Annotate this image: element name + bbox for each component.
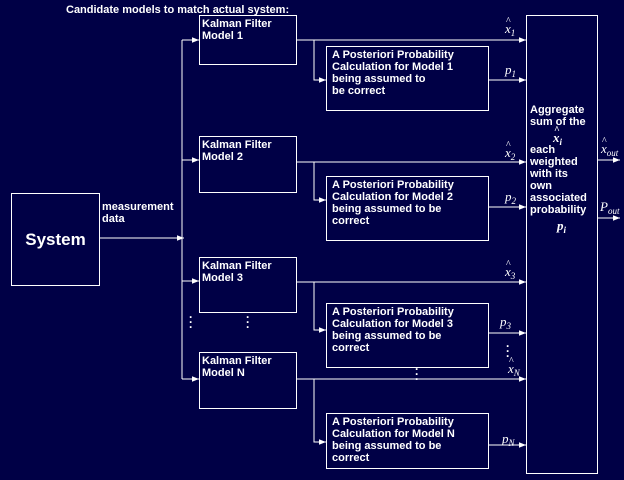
appn-line3: being assumed to be [332, 440, 442, 452]
appn-line1: A Posteriori Probability [332, 416, 454, 428]
app1-line4: be correct [332, 85, 386, 97]
aggregate-line5: with its [530, 168, 568, 180]
kalman-filter-model-3: Kalman Filter Model 3 [199, 257, 297, 313]
kalman-filter-model-2: Kalman Filter Model 2 [199, 136, 297, 193]
appn-line2: Calculation for Model N [332, 428, 455, 440]
branch-n [313, 379, 326, 445]
aggregate-line3: each [530, 144, 556, 156]
app2-line2: Calculation for Model 2 [332, 191, 454, 203]
xhat-n-label: xN [508, 355, 520, 380]
ellipsis-filters: ··· [246, 310, 250, 334]
kf3-line1: Kalman Filter [202, 260, 272, 272]
app2-line3: being assumed to be [332, 203, 442, 215]
kf1-line2: Model 1 [202, 30, 243, 42]
measurement-label: measurement data [102, 201, 174, 225]
probability-box-model-n: A Posteriori Probability Calculation for… [326, 413, 489, 469]
ellipsis-estimates: ··· [415, 362, 419, 386]
measurement-line1: measurement [102, 201, 174, 213]
app1-line1: A Posteriori Probability [332, 49, 454, 61]
app3-line4: correct [332, 342, 370, 354]
kf2-line1: Kalman Filter [202, 139, 272, 151]
aggregate-line7: associated [530, 192, 587, 204]
app1-line2: Calculation for Model 1 [332, 61, 454, 73]
app3-line3: being assumed to be [332, 330, 442, 342]
aggregate-line4: weighted [530, 156, 578, 168]
kalman-filter-model-1: Kalman Filter Model 1 [199, 15, 297, 65]
probability-box-model-3: A Posteriori Probability Calculation for… [326, 303, 489, 368]
kalman-filter-model-n: Kalman Filter Model N [199, 352, 297, 409]
diagram-title: Candidate models to match actual system: [66, 4, 290, 16]
xhat-2-label: x2 [505, 139, 515, 164]
aggregate-box: Aggregate sum of the xi each weighted wi… [526, 15, 598, 474]
branch-2 [313, 162, 326, 203]
branch-3 [313, 282, 326, 333]
kfn-line2: Model N [202, 367, 245, 379]
kf2-line2: Model 2 [202, 151, 243, 163]
app2-line1: A Posteriori Probability [332, 179, 454, 191]
p-out-label: Pout [600, 199, 620, 217]
p-1-label: p1 [505, 62, 516, 80]
branch-1 [313, 40, 326, 83]
aggregate-pi: pi [557, 218, 567, 236]
app1-line3: being assumed to [332, 73, 426, 85]
probability-box-model-1: A Posteriori Probability Calculation for… [326, 46, 489, 111]
ellipsis-probabilities: ··· [506, 339, 510, 363]
kf1-line1: Kalman Filter [202, 18, 272, 30]
appn-line4: correct [332, 452, 370, 464]
app2-line4: correct [332, 215, 370, 227]
measurement-line2: data [102, 213, 125, 225]
p-3-label: p3 [500, 314, 511, 332]
aggregate-line6: own [530, 180, 552, 192]
p-n-label: pN [502, 431, 515, 449]
ellipsis-bus: ··· [189, 310, 193, 334]
kfn-line1: Kalman Filter [202, 355, 272, 367]
aggregate-line2: sum of the [530, 116, 586, 128]
app3-line1: A Posteriori Probability [332, 306, 454, 318]
aggregate-line8: probability [530, 204, 587, 216]
xhat-3-label: x3 [505, 258, 515, 283]
kf3-line2: Model 3 [202, 272, 243, 284]
system-block: System [11, 193, 100, 286]
aggregate-text: Aggregate sum of the xi each weighted wi… [530, 104, 587, 235]
aggregate-line1: Aggregate [530, 104, 585, 116]
xhat-1-label: x1 [505, 15, 515, 40]
xhat-out-label: xout [601, 135, 618, 160]
p-2-label: p2 [505, 189, 516, 207]
probability-box-model-2: A Posteriori Probability Calculation for… [326, 176, 489, 241]
app3-line2: Calculation for Model 3 [332, 318, 454, 330]
system-label: System [25, 230, 86, 249]
aggregate-xi: xi [553, 124, 610, 147]
